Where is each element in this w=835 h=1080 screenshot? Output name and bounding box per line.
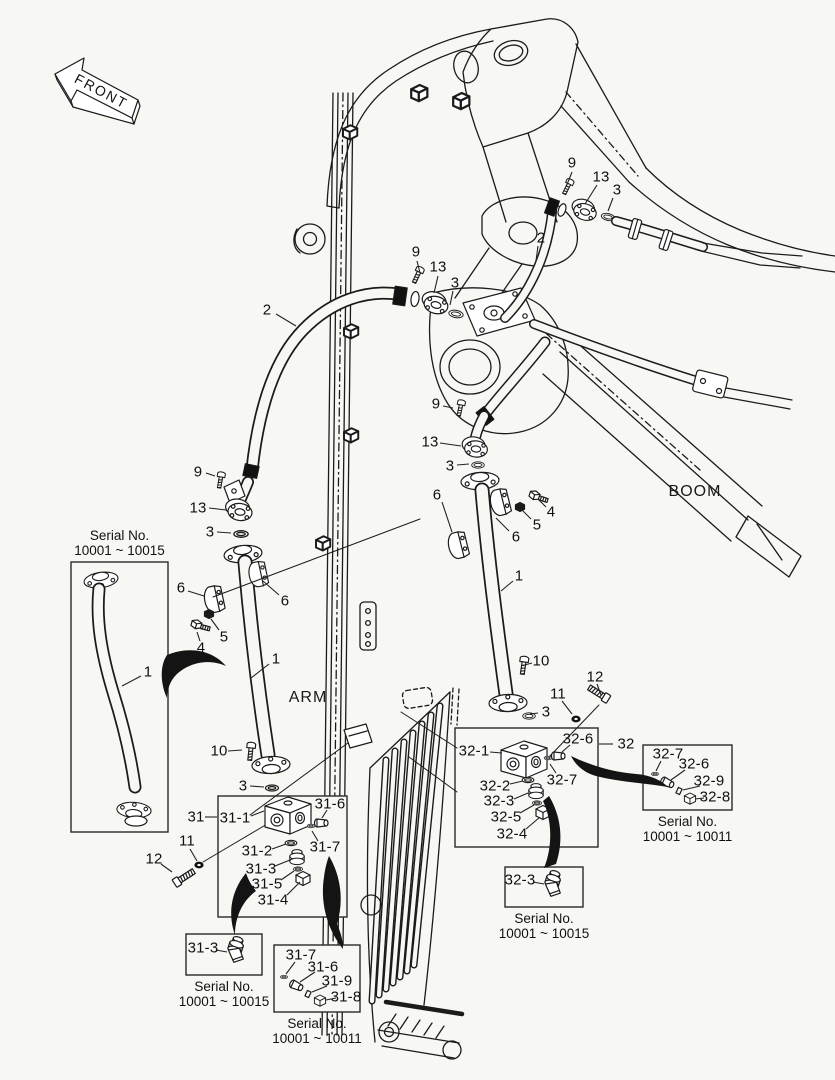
leader-line (311, 985, 328, 993)
leader-line (416, 260, 421, 274)
leader-line (549, 763, 557, 774)
leader-line (271, 843, 287, 850)
leader-line (561, 744, 571, 753)
leader-line (449, 290, 454, 306)
valve-31-1 (264, 796, 312, 835)
leader-line (196, 631, 201, 642)
leader-line (520, 662, 533, 667)
leader-line (529, 712, 539, 715)
leader-line (274, 859, 291, 867)
front-arrow: FRONT (54, 57, 141, 125)
leader-line (607, 197, 614, 212)
leader-line (535, 245, 539, 262)
leader-line (285, 961, 296, 975)
leader-line (532, 881, 545, 885)
leader-line (311, 830, 319, 842)
leader-line (121, 675, 142, 687)
part-box-fitting-32-3-early (504, 866, 584, 908)
leader-line (495, 517, 510, 532)
leader-line (521, 509, 532, 520)
leader-line (655, 760, 662, 772)
leader-line (250, 663, 270, 679)
leader-line (694, 797, 705, 800)
leader-line (489, 751, 503, 754)
parts-artwork: FRONT (54, 57, 803, 1007)
leader-line (433, 275, 439, 294)
leader-line (321, 809, 328, 819)
leader-line (561, 700, 573, 715)
leader-line (439, 442, 462, 447)
leader-line (208, 507, 227, 511)
valve-32-1 (500, 740, 548, 779)
leader-line (299, 971, 316, 983)
leader-line (160, 863, 173, 873)
leader-line (525, 816, 541, 830)
leader-line (441, 501, 453, 533)
leader-line (249, 785, 265, 788)
leader-line (250, 810, 265, 817)
leader-line (227, 749, 243, 752)
leader-line (210, 618, 220, 631)
leader-line (538, 499, 547, 508)
leader-line (670, 769, 686, 781)
leader-line (682, 785, 701, 791)
leader-line (509, 780, 524, 785)
leader-line (286, 881, 301, 896)
leader-line (325, 997, 337, 1001)
leader-line (500, 580, 514, 592)
leader-line (584, 184, 598, 205)
part-box-fitting-31-3-early (185, 933, 263, 976)
leader-line (216, 531, 232, 534)
leader-line (596, 683, 602, 696)
leader-line (456, 463, 470, 466)
leader-line (215, 949, 228, 953)
leader-line (513, 792, 529, 800)
leader-line (442, 405, 454, 409)
leader-line (519, 804, 535, 814)
leader-line (275, 313, 297, 327)
swoosh-arrows (161, 650, 668, 949)
leader-line (280, 870, 295, 881)
leader-line (187, 590, 205, 597)
leader-line (565, 171, 573, 188)
leader-line (205, 472, 216, 477)
leader-line (262, 580, 280, 596)
leader-line (189, 848, 198, 862)
